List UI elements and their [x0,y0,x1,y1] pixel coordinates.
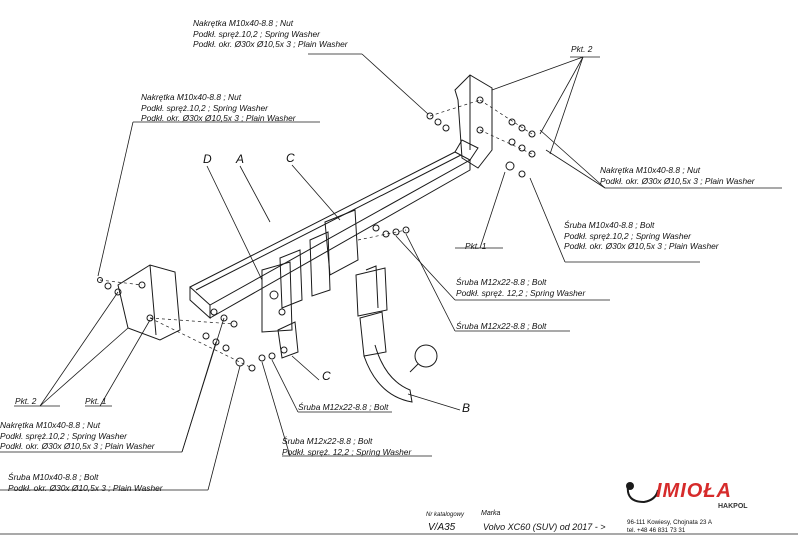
bracket-c-lower [277,321,299,359]
ball-neck-part-b [359,311,438,403]
small-plate [355,265,388,317]
catalog-number: V/A35 [428,522,456,533]
company-phone: tel. +48 46 831 73 31 [627,527,686,534]
label-mid-bolt: Śruba M12x22-8.8 ; Bolt [298,402,389,412]
socket-plate-d [261,249,303,333]
part-letter-b: B [462,401,471,415]
part-letter-d: D [203,152,212,166]
right-mounting-bracket [454,74,493,169]
label-pkt2-left: Pkt. 2 [15,396,37,406]
logo-text: IMIOŁA [656,480,732,502]
part-letter-c-bottom: C [322,369,331,383]
part-letter-c-top: C [286,151,295,165]
fasteners [97,112,536,372]
catalog-label: Nr katalogowy [426,512,465,518]
brand-label: Marka [481,510,501,517]
logo-swoosh-icon [626,482,659,504]
part-letter-a: A [236,152,245,166]
leader-lines [0,53,798,535]
company-address: 96-111 Kowiesy, Chojnata 23 A [627,519,712,526]
label-pkt2-top: Pkt. 2 [571,44,593,54]
company-logo: IMIOŁA HAKPOL [622,478,772,514]
label-pkt1-right: Pkt. 1 [465,241,487,251]
label-pkt1-left: Pkt. 1 [85,396,107,406]
bracket-c-upper [309,209,359,297]
assembly-axes [99,99,533,369]
vehicle-model: Volvo XC60 (SUV) od 2017 - > [483,522,606,532]
logo-subtext: HAKPOL [718,503,748,510]
label-m12-bolt: Śruba M12x22-8.8 ; Bolt [456,321,547,331]
